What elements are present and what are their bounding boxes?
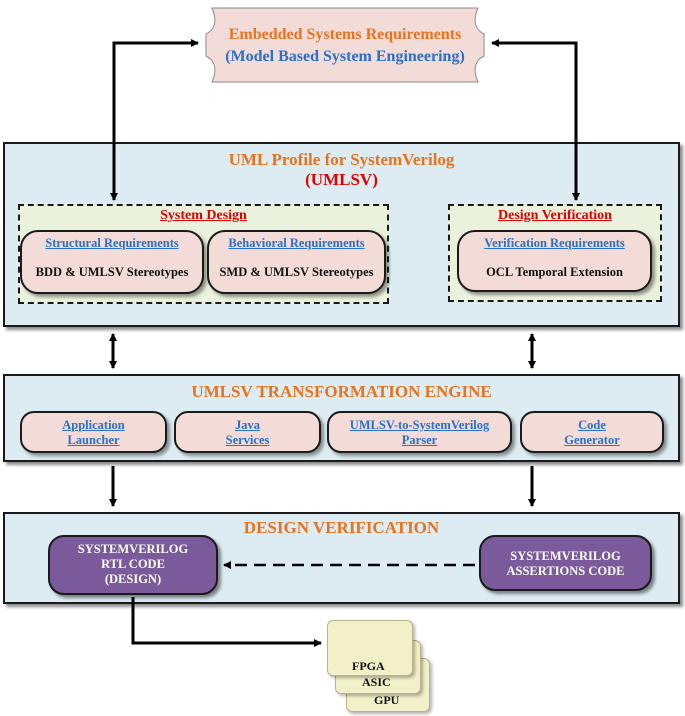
system-design-heading: System Design (160, 208, 247, 223)
structural-requirements-box[interactable]: Structural Requirements BDD & UMLSV Ster… (20, 230, 204, 294)
assertions-code-box[interactable]: SYSTEMVERILOG ASSERTIONS CODE (479, 535, 652, 591)
rtl-line2: RTL CODE (101, 557, 165, 571)
behavioral-requirements-box[interactable]: Behavioral Requirements SMD & UMLSV Ster… (207, 230, 386, 294)
uml-profile-subtitle: (UMLSV) (305, 170, 378, 189)
structural-requirements-link[interactable]: Structural Requirements (45, 236, 179, 250)
module-label-line1[interactable]: Application (62, 418, 125, 432)
uml-profile-title: UML Profile for SystemVerilog (228, 150, 455, 169)
behavioral-requirements-text: SMD & UMLSV Stereotypes (219, 265, 374, 279)
module-code-generator[interactable]: Code Generator (520, 411, 664, 453)
top-box-line1: Embedded Systems Requirements (228, 26, 462, 43)
module-umlsv-parser[interactable]: UMLSV-to-SystemVerilog Parser (327, 411, 512, 453)
rtl-code-box[interactable]: SYSTEMVERILOG RTL CODE (DESIGN) (48, 535, 218, 595)
target-label-gpu: GPU (374, 693, 400, 707)
engine-title: UMLSV TRANSFORMATION ENGINE (191, 382, 492, 401)
module-java-services[interactable]: Java Services (174, 411, 321, 453)
top-box-line2: (Model Based System Engineering) (225, 48, 465, 65)
module-application-launcher[interactable]: Application Launcher (20, 411, 167, 453)
module-label-line1[interactable]: UMLSV-to-SystemVerilog (349, 418, 490, 432)
top-requirements-box: Embedded Systems Requirements (Model Bas… (206, 14, 484, 80)
module-label-line2[interactable]: Parser (401, 433, 438, 447)
assertions-line1: SYSTEMVERILOG (510, 549, 621, 563)
verification-requirements-link[interactable]: Verification Requirements (484, 236, 625, 250)
structural-requirements-text: BDD & UMLSV Stereotypes (35, 265, 189, 279)
rtl-line3: (DESIGN) (104, 572, 162, 586)
rtl-line1: SYSTEMVERILOG (77, 542, 189, 556)
target-card-fpga: FPGA (327, 620, 413, 676)
assertions-line2: ASSERTIONS CODE (506, 564, 625, 578)
module-label-line2[interactable]: Launcher (67, 433, 120, 447)
target-label-asic: ASIC (362, 675, 391, 689)
verification-panel-title: DESIGN VERIFICATION (243, 518, 440, 537)
module-label-line1[interactable]: Code (578, 418, 606, 432)
target-label-fpga: FPGA (352, 659, 385, 673)
behavioral-requirements-link[interactable]: Behavioral Requirements (228, 236, 365, 250)
verification-requirements-text: OCL Temporal Extension (486, 265, 623, 279)
verification-requirements-box[interactable]: Verification Requirements OCL Temporal E… (457, 230, 652, 292)
design-verification-heading: Design Verification (498, 208, 612, 223)
module-label-line2[interactable]: Services (225, 433, 270, 447)
module-label-line1[interactable]: Java (235, 418, 260, 432)
module-label-line2[interactable]: Generator (564, 433, 620, 447)
